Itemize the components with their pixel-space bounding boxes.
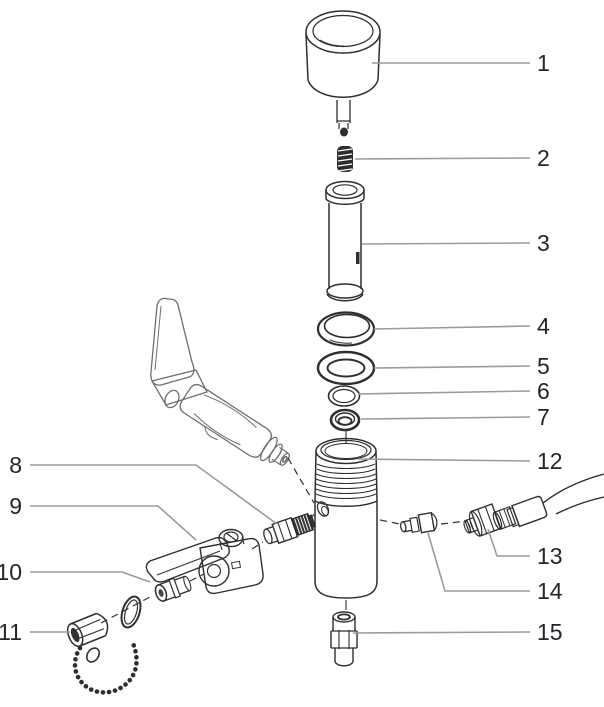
part-15-outlet-fitting-icon [330,611,358,667]
part-2-spring-icon [337,146,353,172]
leader-line-2 [354,157,531,160]
callout-number-3: 3 [537,230,550,256]
part-12-filter-body-icon [314,437,378,599]
leader-line-4 [373,325,531,330]
callout-number-12: 12 [537,448,563,474]
callout-number-7: 7 [537,404,550,430]
part-14-adapter-icon [399,511,438,534]
callout-number-13: 13 [537,543,563,569]
callout-number-15: 15 [537,619,563,645]
assembly-axis-lines [100,457,468,624]
callout-number-8: 8 [9,452,22,478]
part-11-dust-cap-chain-icon [66,595,142,695]
leader-line-5 [373,365,531,369]
leader-line-10 [30,571,151,583]
leader-line-3 [361,242,531,245]
leader-line-15 [352,631,531,634]
hose-icon [492,473,604,530]
leader-line-8 [30,464,278,525]
part-9-ball-valve-icon [145,528,264,595]
callout-number-9: 9 [9,493,22,519]
callout-number-1: 1 [537,50,550,76]
drain-gun-icon [150,297,290,466]
callout-number-6: 6 [537,378,550,404]
callout-number-14: 14 [537,578,563,604]
part-13-hose-fitting-icon [463,503,502,537]
part-5-o-ring-icon [316,350,376,386]
part-3-filter-element-icon [325,180,365,302]
callout-number-2: 2 [537,145,550,171]
leader-line-13 [487,528,530,557]
leader-line-9 [30,505,197,541]
part-1-filter-cap-icon [305,10,381,137]
callout-number-11: 11 [0,619,22,645]
leader-line-7 [360,416,531,420]
callout-number-10: 10 [0,559,22,585]
callout-number-5: 5 [537,353,550,379]
part-7-seat-icon [329,408,361,432]
part-10-barb-fitting-icon [154,575,192,602]
part-6-o-ring-small-icon [327,385,361,407]
part-8-nipple-icon [263,512,316,545]
leader-line-12 [357,458,531,462]
leader-line-14 [427,532,530,592]
leader-line-6 [357,390,531,395]
callout-number-4: 4 [537,313,550,339]
part-4-gasket-icon [316,311,376,347]
